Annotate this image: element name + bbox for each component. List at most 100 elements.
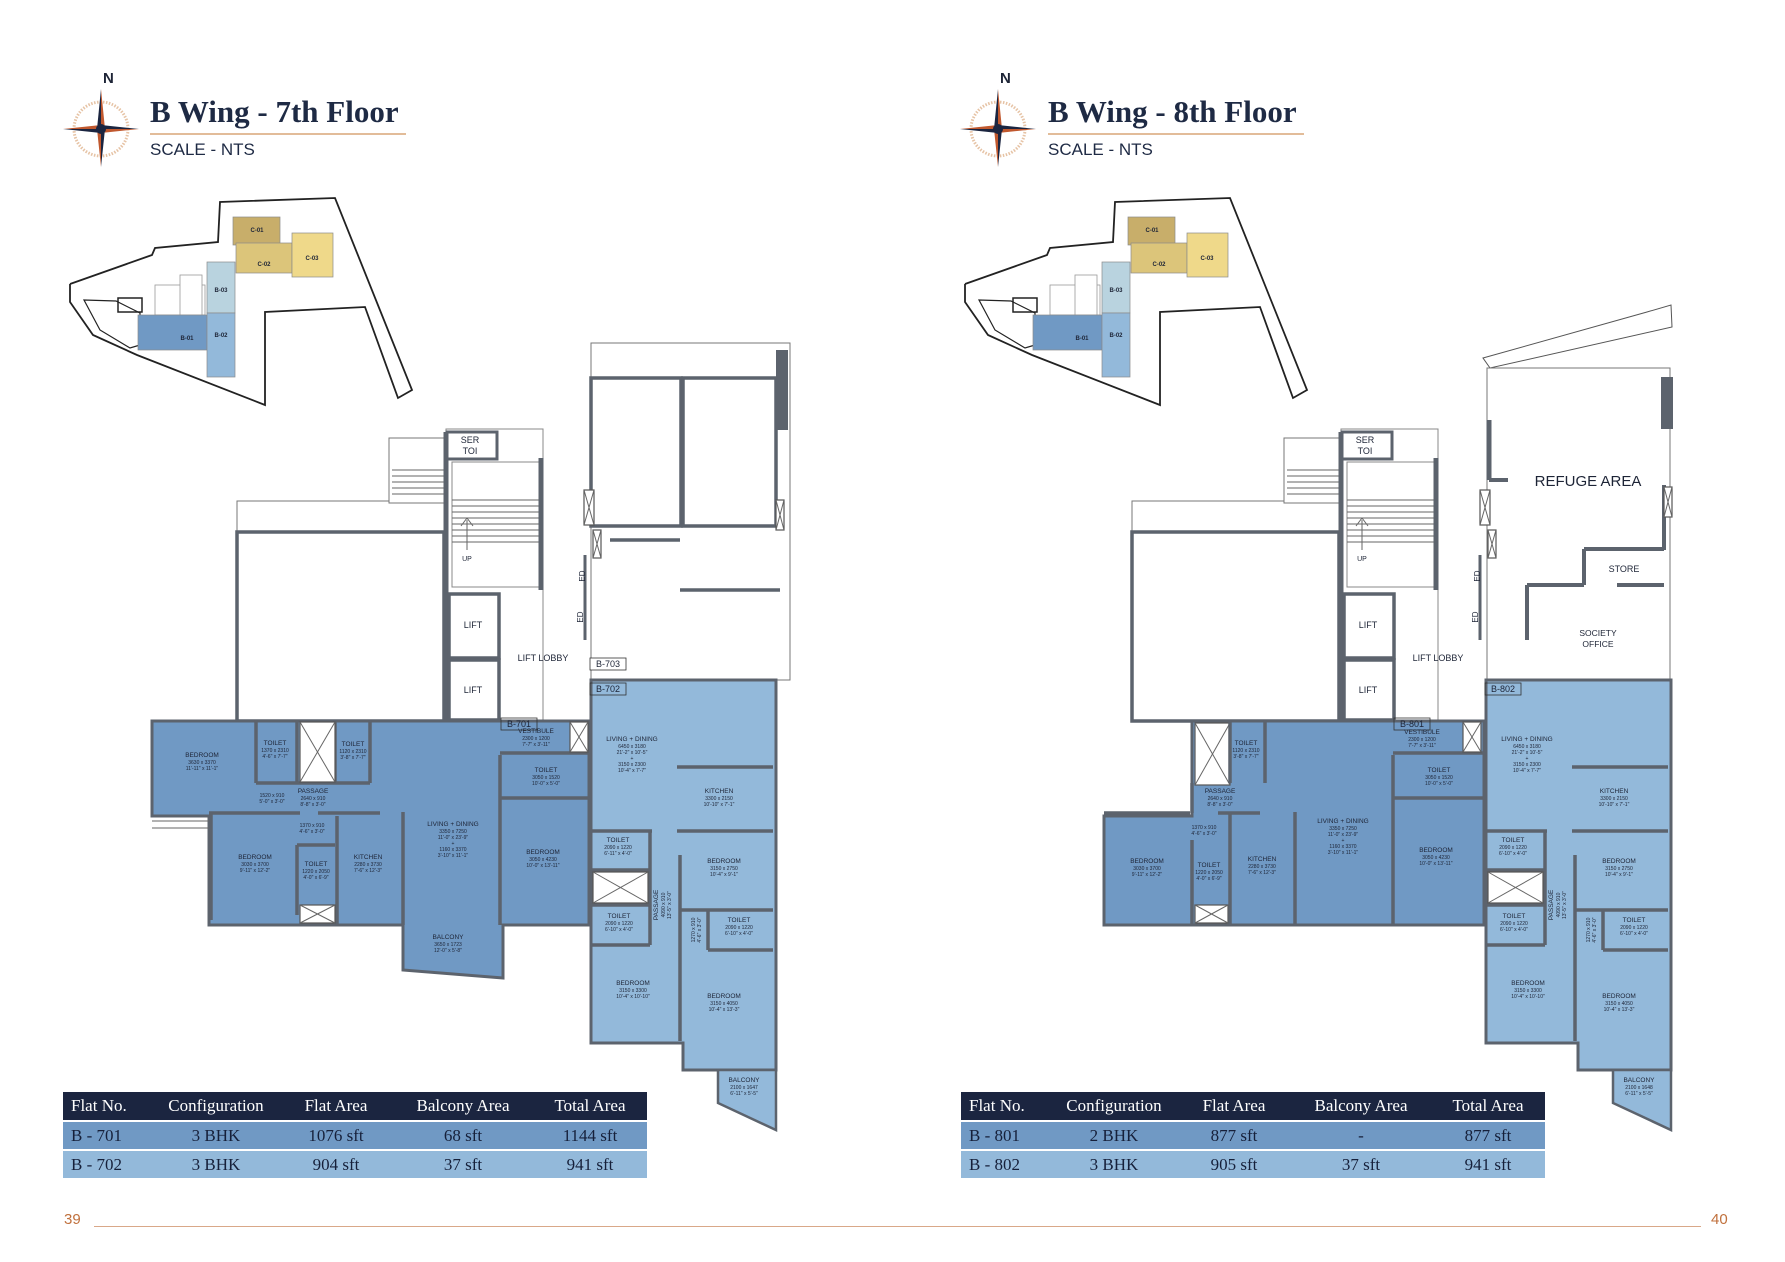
key-plan-label: C-01: [250, 228, 264, 234]
key-plan-unit-c-03: [291, 232, 334, 278]
lift-lobby-label: LIFT LOBBY: [1413, 653, 1464, 663]
room-dimensions: 13'-5" x 3'-0": [1562, 891, 1568, 919]
store-label: STORE: [1609, 564, 1640, 574]
cell-flat-no: B - 702: [71, 1155, 122, 1174]
room-name: TOILET: [608, 913, 631, 920]
room-name: TOILET: [1503, 913, 1526, 920]
room-dimensions: 10'-4" x 7'-7": [1513, 768, 1541, 774]
electrical-duct-label: ED: [1471, 611, 1480, 622]
room-dimensions: 2640 x 910: [301, 796, 326, 802]
room-dimensions: 9'-11" x 12'-2": [240, 868, 271, 874]
room-name: BEDROOM: [238, 854, 272, 861]
room-name: LIVING + DINING: [606, 736, 657, 743]
header-total-area: Total Area: [1452, 1096, 1524, 1115]
scale-label: SCALE - NTS: [1048, 140, 1153, 159]
room-dimensions: 3630 x 3370: [188, 760, 216, 766]
table-row: B - 801 2 BHK 877 sft - 877 sft: [961, 1122, 1545, 1149]
room-dimensions: 7'-6" x 12'-3": [1248, 870, 1276, 876]
room-dimensions: 10'-0" x 13'-11": [1419, 861, 1452, 867]
room-dimensions: +: [1342, 838, 1345, 844]
room-name: BEDROOM: [185, 752, 219, 759]
room-dimensions: 2280 x 3730: [354, 862, 382, 868]
room-name: TOILET: [1502, 837, 1525, 844]
unit-b-802: [1484, 678, 1673, 1072]
area-table: Flat No. Configuration Flat Area Balcony…: [63, 1092, 647, 1180]
room-dimensions: 11'-11" x 11'-1": [186, 766, 219, 772]
key-plan-unit-c-02: [1130, 242, 1188, 274]
compass-needle: [960, 125, 998, 129]
room-dimensions: 10'-0" x 13'-11": [526, 863, 559, 869]
room-dimensions: 7'-7" x 3'-11": [522, 742, 550, 748]
cell-configuration: 2 BHK: [1089, 1126, 1139, 1145]
room-dimensions: 10'-0" x 5'-0": [1425, 781, 1453, 787]
room-dimensions: 10'-4" x 13'-3": [709, 1007, 740, 1013]
refuge-area-label: REFUGE AREA: [1535, 473, 1642, 490]
room-dimensions: 4'-6" x 3'-0": [1191, 831, 1216, 837]
scale-label: SCALE - NTS: [150, 140, 255, 159]
room-dimensions: 10'-10" x 7'-1": [704, 802, 735, 808]
site-block: [1012, 297, 1038, 313]
room-dimensions: 1120 x 2310: [1232, 748, 1259, 754]
table-row: B - 702 3 BHK 904 sft 37 sft 941 sft: [63, 1151, 647, 1178]
room-dimensions: 3'-8" x 7'-7": [340, 755, 365, 761]
compass-needle: [101, 89, 105, 129]
outline-line: [1194, 722, 1231, 786]
cell-flat-no: B - 801: [969, 1126, 1020, 1145]
room-name: PASSAGE: [298, 788, 329, 795]
room-dimensions: 4'-6" x 3'-0": [697, 917, 703, 942]
table-row: B - 802 3 BHK 905 sft 37 sft 941 sft: [961, 1151, 1545, 1178]
society-office-label: SOCIETY: [1579, 628, 1617, 638]
cell-flat-area: 904 sft: [312, 1155, 360, 1174]
room-dimensions: 10'-4" x 10'-10": [616, 994, 650, 1000]
room-dimensions: 10'-10" x 7'-1": [1599, 802, 1630, 808]
outline-line: [592, 871, 649, 904]
room-name: LIVING + DINING: [427, 821, 478, 828]
room-dimensions: 1160 x 3370: [1329, 844, 1356, 850]
outline-line: [1487, 871, 1544, 904]
compass-center: [993, 124, 1003, 134]
room-name: TOILET: [607, 837, 630, 844]
key-plan-unit-c-02: [235, 242, 293, 274]
room-dimensions: 3050 x 1520: [1425, 775, 1453, 781]
header-flat-no: Flat No.: [71, 1096, 127, 1115]
room-dimensions: 3150 x 4050: [710, 1001, 738, 1007]
room-dimensions: 3150 x 2750: [1605, 866, 1633, 872]
room-dimensions: 8'-8" x 3'-0": [300, 802, 325, 808]
room-dimensions: 6'-10" x 4'-0": [1500, 927, 1528, 933]
ser-label: SER: [461, 435, 480, 445]
header-balcony-area: Balcony Area: [416, 1096, 510, 1115]
room-name: TOILET: [1428, 767, 1451, 774]
cell-flat-area: 877 sft: [1210, 1126, 1258, 1145]
cell-configuration: 3 BHK: [191, 1155, 241, 1174]
compass-needle: [101, 129, 105, 167]
key-plan-unit-b-02: [1101, 312, 1131, 378]
room-dimensions: 2100 x 1648: [1625, 1085, 1653, 1091]
room-dimensions: 3300 x 2150: [705, 796, 733, 802]
room-dimensions: 3150 x 2300: [618, 762, 646, 768]
outline-line: [569, 721, 589, 753]
room-name: TOILET: [264, 740, 287, 747]
room-dimensions: 10'-4" x 9'-1": [1605, 872, 1633, 878]
unit-tag: B-802: [1491, 684, 1515, 694]
cell-configuration: 3 BHK: [191, 1126, 241, 1145]
room-dimensions: 4090 x 910: [661, 892, 667, 917]
room-dimensions: 10'-4" x 7'-7": [618, 768, 646, 774]
core-outline: [179, 274, 203, 316]
room-name: KITCHEN: [1248, 856, 1277, 863]
lift-lobby-label: LIFT LOBBY: [518, 653, 569, 663]
